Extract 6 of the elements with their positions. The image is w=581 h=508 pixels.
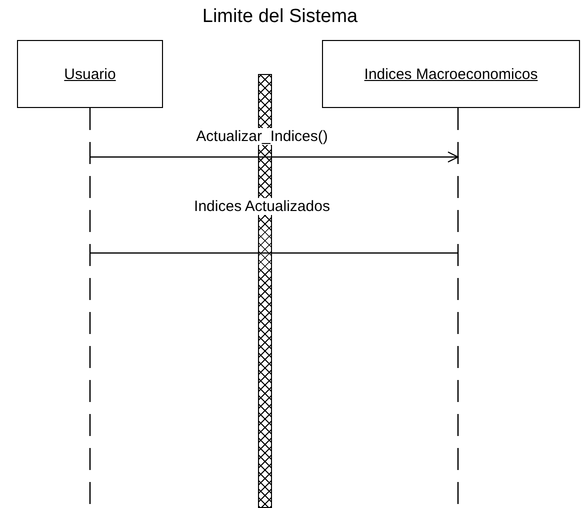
edge-label: Actualizar_Indices() xyxy=(194,128,330,145)
object-name: Indices Macroeconomicos xyxy=(364,66,538,82)
message-arrow xyxy=(90,151,459,163)
edge-label: Indices Actualizados xyxy=(192,198,332,215)
object-name: Usuario xyxy=(64,66,116,82)
diagram-title: Limite del Sistema xyxy=(201,6,359,28)
